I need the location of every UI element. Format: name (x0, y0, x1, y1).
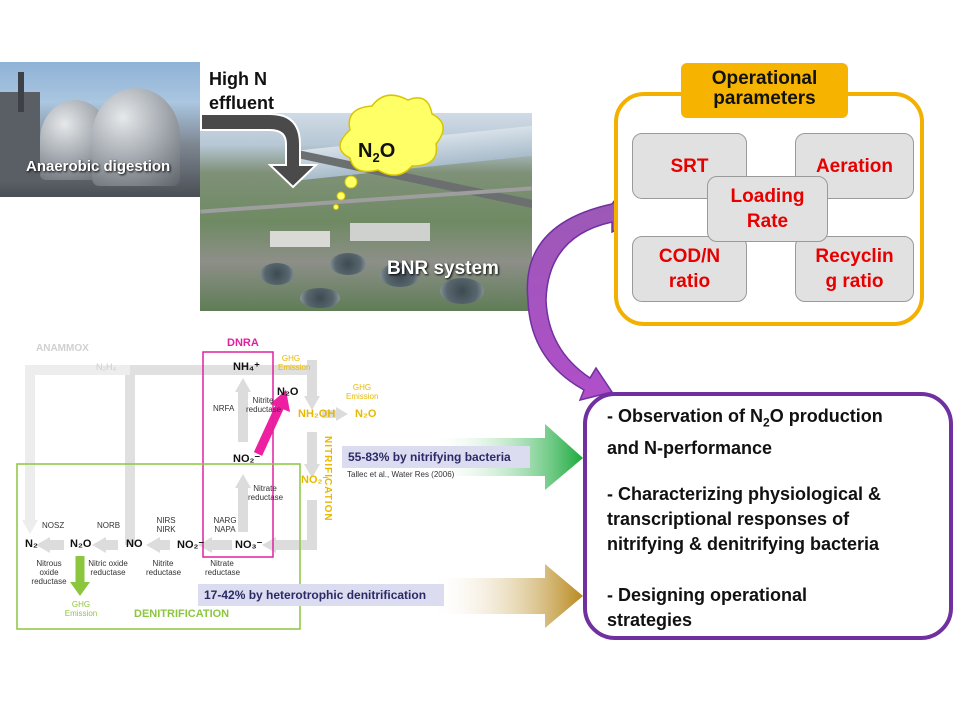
norb-label: NORB (97, 521, 121, 530)
anammox-label: ANAMMOX (36, 343, 89, 354)
n2-label: N₂ (25, 538, 38, 550)
n2o-cloud (333, 94, 444, 210)
param-recycling-line1: Recyclin (815, 246, 894, 267)
nirs-nirk-label: NIRS NIRK (156, 516, 176, 534)
param-recycling: Recyclin g ratio (795, 236, 914, 302)
param-recycling-line2: g ratio (825, 271, 884, 292)
outcome3-line2: strategies (607, 610, 693, 630)
outcome2-line2: transcriptional responses of (607, 509, 850, 529)
n2o-label-top: N₂O (277, 386, 299, 398)
nitrous-oxide-reductase-label: Nitrous oxide reductase (31, 559, 67, 586)
param-loading-line2: Rate (746, 211, 789, 232)
outcome1-pre: - Observation of N (607, 406, 764, 426)
bnr-label: BNR system (387, 258, 499, 279)
op-title-line2: parameters (713, 88, 816, 109)
narg-napa-label: NARG NAPA (213, 516, 237, 534)
nitrifying-callout: 55-83% by nitrifying bacteria (342, 446, 530, 468)
denitrifying-arrow (430, 564, 583, 628)
outcome-observation-line2: and N-performance (607, 437, 773, 458)
no3-label: NO₃⁻ (235, 539, 263, 551)
cloud-n: N (358, 140, 373, 162)
digester-label: Anaerobic digestion (26, 158, 171, 175)
op-title-line1: Operational (711, 68, 818, 89)
outcomes-box (583, 392, 953, 640)
ghg-emission-denitrification: GHG Emission (64, 600, 98, 618)
denitrification-callout: 17-42% by heterotrophic denitrification (198, 584, 444, 606)
nh4-label: NH₄⁺ (233, 361, 260, 373)
operational-parameters-title: Operational parameters (681, 63, 848, 118)
param-cod-n-line2: ratio (668, 271, 711, 292)
dnra-label: DNRA (227, 337, 259, 349)
no-label: NO (126, 538, 143, 550)
param-aeration-label: Aeration (815, 155, 894, 177)
n2o-cloud-label: N2O (358, 140, 395, 165)
cloud-subscript: 2 (372, 150, 380, 165)
nh2oh-label: NH₂OH (298, 408, 336, 420)
cloud-o: O (379, 140, 396, 162)
anaerobic-digestion-photo: Anaerobic digestion (0, 62, 200, 197)
nitrate-reductase-label: Nitrate reductase (248, 484, 284, 502)
outcome1-post: O production (769, 406, 883, 426)
n2o-label-nitrification: N₂O (355, 408, 377, 420)
no2-label-denitrification: NO₂⁻ (177, 539, 205, 551)
no2-label-dnra: NO₂⁻ (233, 453, 261, 465)
outcome2-line1: - Characterizing physiological & (607, 484, 882, 504)
effluent-label-line1: High N (209, 69, 267, 89)
param-cod-n: COD/N ratio (632, 236, 747, 302)
outcome3-line1: - Designing operational (607, 585, 808, 605)
ghg-emission-nitrification: GHG Emission (346, 383, 379, 401)
effluent-label: High N effluent (209, 67, 274, 115)
n2h4-label: N₂H₄ (96, 362, 117, 372)
outcome-designing: - Designing operational strategies (607, 583, 947, 633)
n2o-label-denitrification: N₂O (70, 538, 92, 550)
nrfa-label: NRFA (213, 404, 235, 413)
nitrite-reductase-dnra: Nitrite reductase (246, 396, 282, 414)
outcome-characterizing: - Characterizing physiological & transcr… (607, 482, 947, 557)
no2-label-nitrification: NO₂⁻ (301, 474, 329, 486)
nitric-oxide-reductase-label: Nitric oxide reductase (88, 559, 128, 577)
param-loading-line1: Loading (730, 186, 805, 207)
denitrification-label: DENITRIFICATION (134, 608, 230, 620)
nitrate-reductase-denitrification: Nitrate reductase (205, 559, 241, 577)
outcome1-sub: 2 (763, 415, 770, 430)
purple-curve-arrow (526, 194, 642, 402)
ghg-emission-top: GHG Emission (278, 354, 311, 372)
outcome-observation: - Observation of N2O production and N-pe… (607, 404, 947, 461)
effluent-label-line2: effluent (209, 93, 274, 113)
outcome-observation-line1: - Observation of N2O production (607, 404, 947, 436)
param-cod-n-line1: COD/N (658, 246, 721, 267)
nitrite-reductase-label: Nitrite reductase (146, 559, 182, 577)
param-srt-label: SRT (670, 155, 709, 177)
bnr-system-photo: BNR system (200, 113, 532, 311)
nosz-label: NOSZ (42, 521, 65, 530)
nitrogen-cycle-diagram (16, 351, 348, 630)
citation-label: Tallec et al., Water Res (2006) (347, 470, 455, 479)
nitrification-label: NITRIFICATION (322, 436, 333, 522)
outcome2-line3: nitrifying & denitrifying bacteria (607, 534, 880, 554)
high-n-effluent-arrow (200, 113, 319, 189)
